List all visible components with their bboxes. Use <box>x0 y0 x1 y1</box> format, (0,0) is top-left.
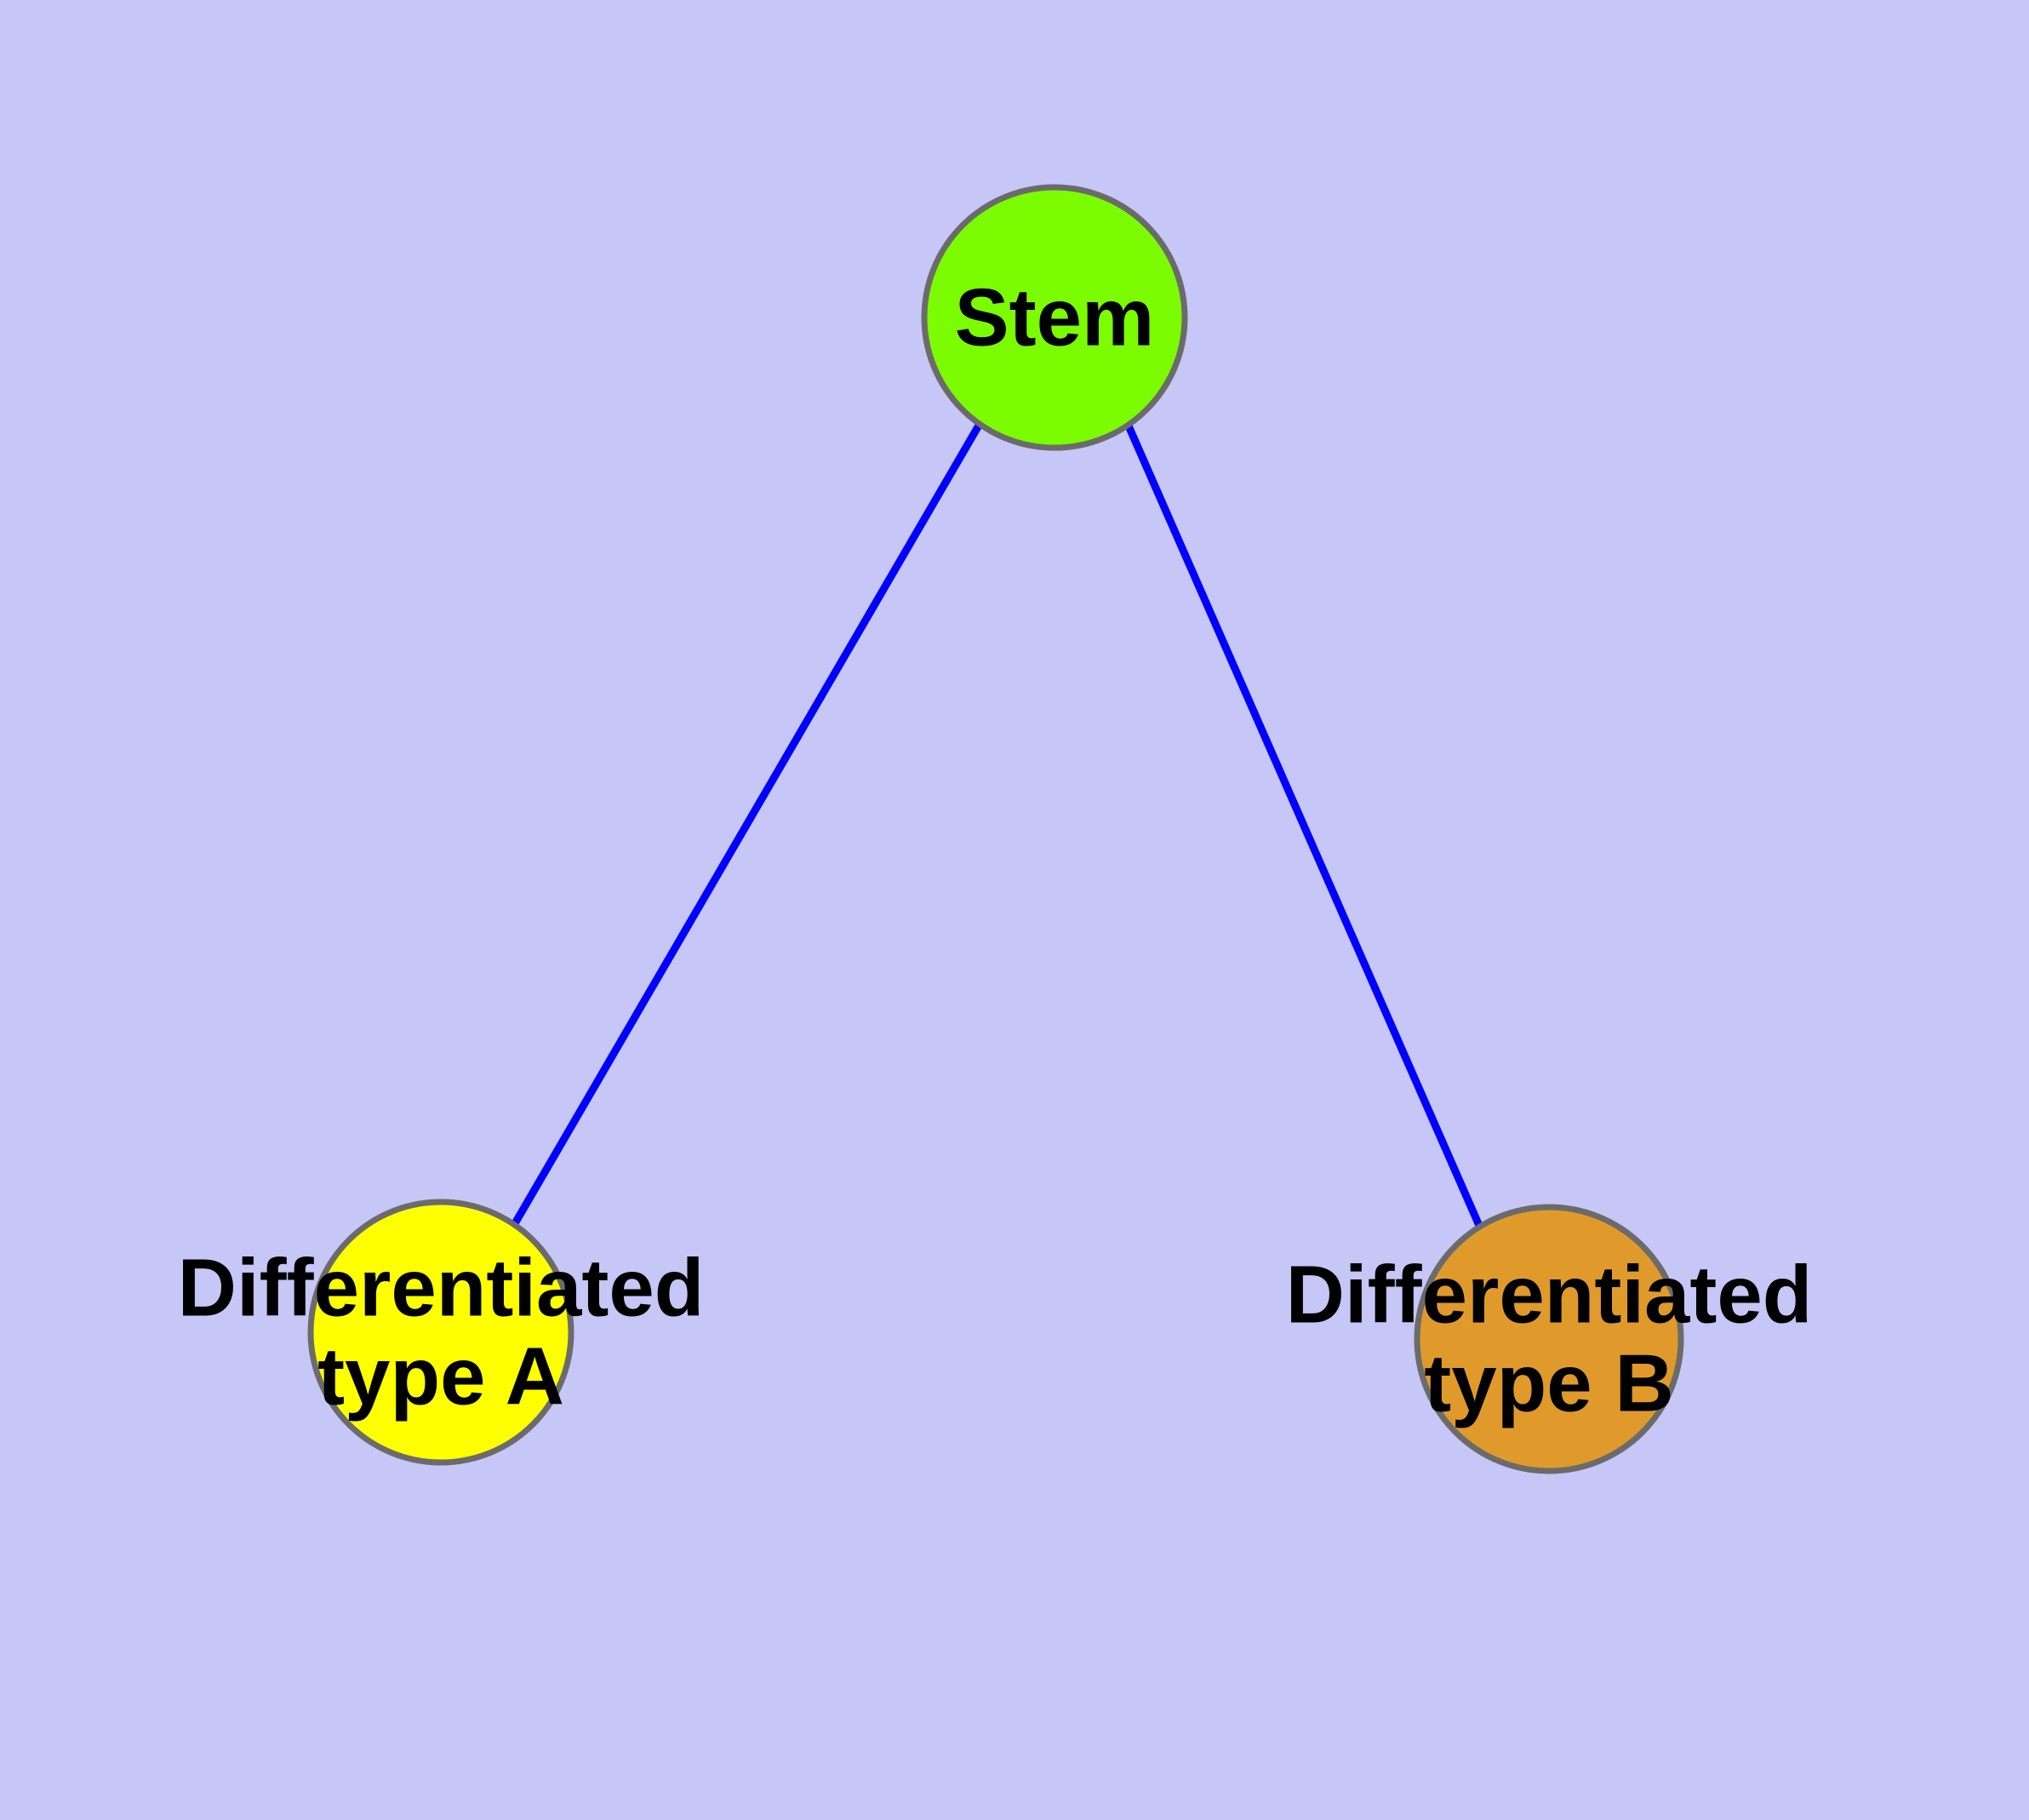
node-stem-circle[interactable] <box>921 184 1188 451</box>
node-differentiated-type-a-label-line1: Differentiated <box>178 1243 705 1334</box>
node-differentiated-type-b[interactable]: Differentiated type B <box>1286 1204 1813 1474</box>
node-differentiated-type-b-label-line1: Differentiated <box>1286 1250 1813 1341</box>
node-differentiated-type-a-circle[interactable] <box>307 1199 574 1466</box>
node-stem[interactable]: Stem <box>921 184 1188 451</box>
node-stem-label-line1: Stem <box>955 272 1155 363</box>
edge-stem-to-differentiated-type-a[interactable] <box>511 421 983 1228</box>
node-differentiated-type-a-label-line2: type A <box>317 1331 564 1422</box>
node-differentiated-type-b-circle[interactable] <box>1414 1204 1684 1474</box>
edges-layer <box>511 421 1484 1229</box>
node-differentiated-type-a[interactable]: Differentiated type A <box>178 1199 705 1466</box>
node-differentiated-type-b-label-line2: type B <box>1424 1338 1673 1429</box>
edge-stem-to-differentiated-type-b[interactable] <box>1123 422 1484 1229</box>
nodes-layer: Stem Differentiated type A Differentiate… <box>178 184 1813 1474</box>
